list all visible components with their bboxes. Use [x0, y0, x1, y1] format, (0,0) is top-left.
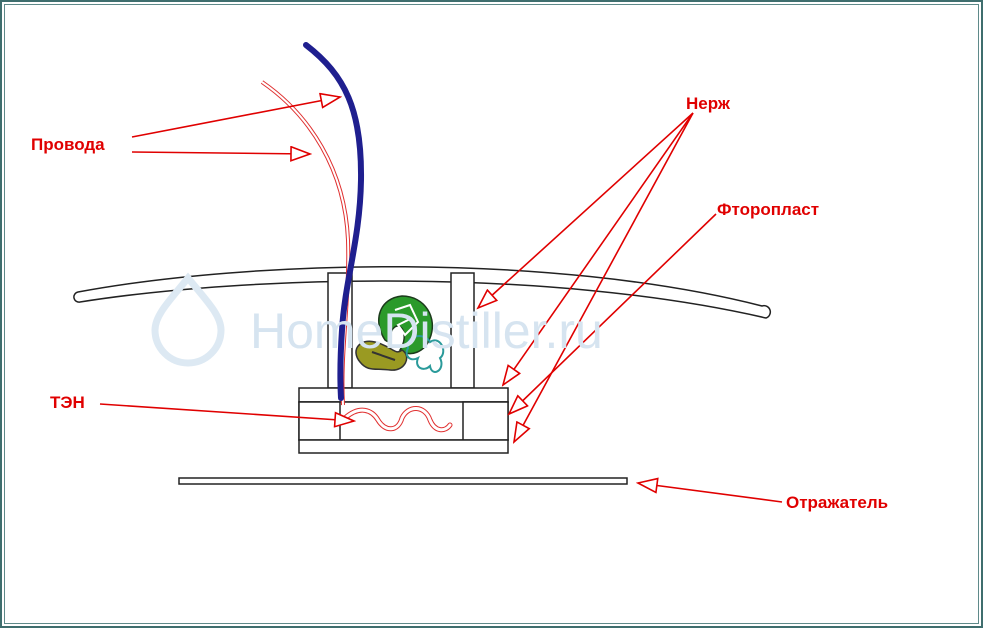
arrow-stainless-post: [478, 112, 694, 308]
label-fluoroplastic: Фторопласт: [717, 200, 819, 219]
arrow-heater: [99, 403, 354, 421]
droplet-icon: [151, 272, 225, 367]
arrow-reflector: [638, 483, 783, 503]
lid: [73, 265, 772, 319]
reflector: [178, 477, 628, 485]
label-heater: ТЭН: [50, 393, 85, 412]
arrow-stainless-top-plate: [503, 112, 694, 385]
left-spacer: [298, 401, 341, 441]
top-plate: [298, 387, 509, 403]
watermark: HomeDistiller.ru: [151, 272, 603, 367]
watermark-text: HomeDistiller.ru: [250, 303, 603, 359]
bottom-plate: [298, 439, 509, 454]
insulation-blobs: [355, 295, 445, 373]
label-reflector: Отражатель: [786, 493, 888, 512]
arrow-stainless-bottom-plate: [514, 112, 694, 442]
heater-coil: [342, 406, 453, 433]
right-spacer: [462, 401, 509, 441]
arrow-fluoroplastic: [509, 213, 717, 414]
arrow-wire-blue: [131, 97, 340, 138]
arrow-wire-red: [131, 152, 310, 154]
inner-border: [4, 4, 979, 624]
label-wires: Провода: [31, 135, 105, 154]
label-stainless: Нерж: [686, 94, 731, 113]
callout-arrows: [99, 97, 783, 503]
blue-wire: [303, 42, 365, 401]
